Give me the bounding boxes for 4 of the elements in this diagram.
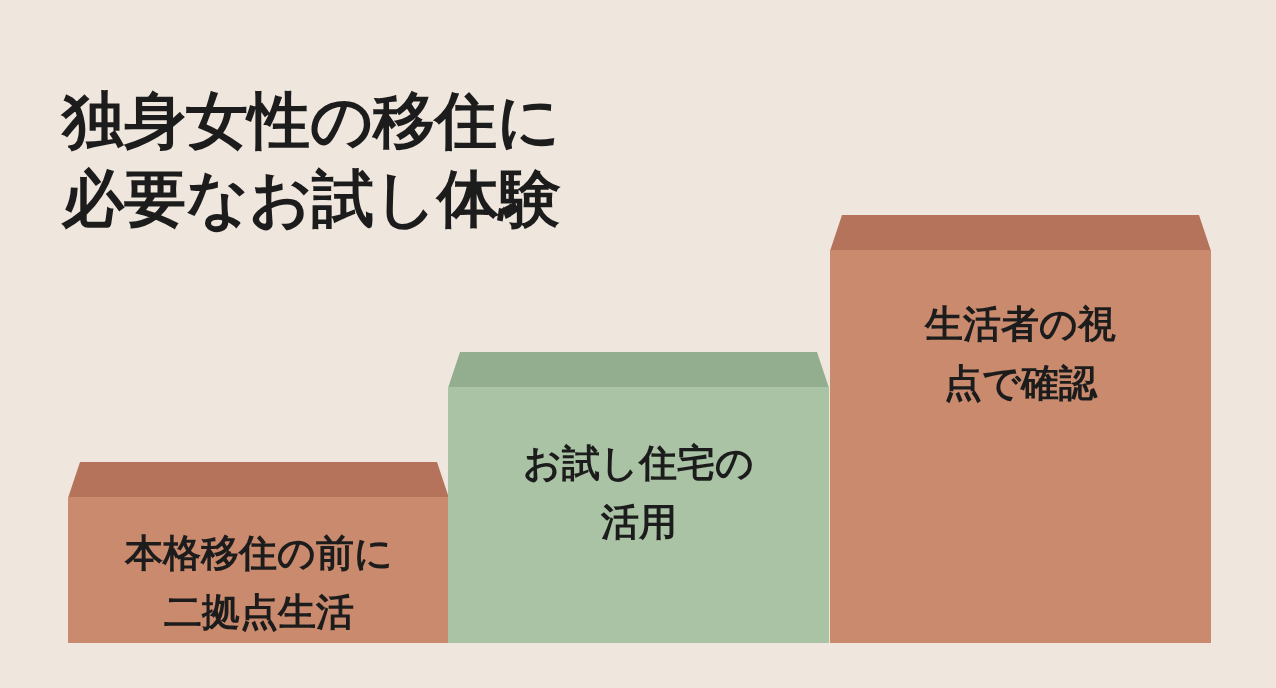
step-label: 生活者の視点で確認 — [923, 301, 1117, 407]
step-label: お試し住宅の活用 — [522, 440, 755, 546]
step-label: 本格移住の前に二拠点生活 — [123, 530, 394, 636]
title: 独身女性の移住に必要なお試し体験 — [62, 83, 562, 237]
